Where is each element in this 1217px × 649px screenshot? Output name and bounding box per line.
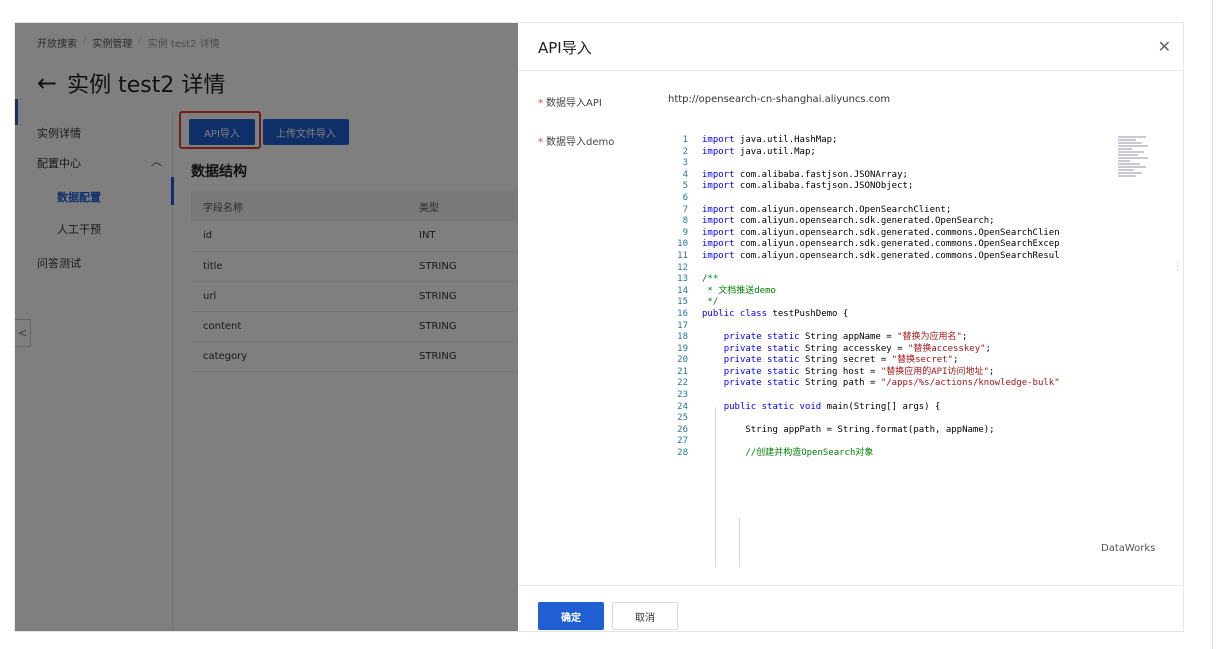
line-number: 12	[677, 262, 688, 273]
app-window: 开放搜索 / 实例管理 / 实例 test2 详情 ← 实例 test2 详情 …	[14, 22, 1184, 632]
code-text: import com.aliyun.opensearch.sdk.generat…	[702, 250, 1060, 261]
indent-guide	[715, 407, 716, 567]
code-line: 12	[668, 263, 1151, 275]
code-text: import com.aliyun.opensearch.OpenSearchC…	[702, 204, 952, 215]
code-text: //创建并构造OpenSearch对象	[745, 448, 874, 459]
code-line: 28 //创建并构造OpenSearch对象	[668, 448, 1151, 460]
code-text: /**	[702, 274, 719, 285]
api-label-text: 数据导入API	[546, 98, 602, 109]
code-text: private static String host = "替换应用的API访问…	[723, 366, 995, 377]
api-label: *数据导入API	[538, 98, 602, 109]
code-minimap[interactable]	[1118, 135, 1152, 195]
api-import-drawer: API导入 ✕ *数据导入API http://opensearch-cn-sh…	[518, 23, 1183, 631]
code-line: 18 private static String appName = "替换为应…	[668, 332, 1151, 344]
code-line: 26 String appPath = String.format(path, …	[668, 425, 1151, 437]
api-url: http://opensearch-cn-shanghai.aliyuncs.c…	[668, 94, 891, 105]
code-line: 15 */	[668, 297, 1151, 309]
demo-label-text: 数据导入demo	[546, 137, 615, 148]
line-number: 25	[677, 413, 688, 424]
line-number: 26	[677, 424, 688, 435]
code-text: import com.aliyun.opensearch.sdk.generat…	[702, 216, 995, 227]
confirm-button[interactable]: 确定	[538, 602, 604, 630]
line-number: 22	[677, 378, 688, 389]
code-text: import com.aliyun.opensearch.sdk.generat…	[702, 239, 1060, 250]
close-icon[interactable]: ✕	[1157, 37, 1171, 56]
line-number: 15	[677, 297, 688, 308]
code-line: 10 import com.aliyun.opensearch.sdk.gener…	[668, 239, 1151, 251]
code-text: import com.alibaba.fastjson.JSONObject;	[702, 181, 914, 192]
line-number: 28	[677, 448, 688, 459]
code-text: import java.util.HashMap;	[702, 135, 838, 145]
code-line: 7 import com.aliyun.opensearch.OpenSearch…	[668, 205, 1151, 217]
code-line: 6	[668, 193, 1151, 205]
code-line: 17	[668, 321, 1151, 333]
code-line: 14 * 文档推送demo	[668, 286, 1151, 298]
line-number: 19	[677, 343, 688, 354]
code-line: 25	[668, 413, 1151, 425]
line-number: 24	[677, 401, 688, 412]
line-number: 18	[677, 332, 688, 343]
drawer-title: API导入	[538, 39, 592, 57]
line-number: 17	[677, 320, 688, 331]
line-number: 10	[677, 239, 688, 250]
line-number: 4	[682, 169, 688, 180]
code-editor[interactable]: 1 import java.util.HashMap; 2 import java.u…	[668, 135, 1151, 567]
code-line: 5 import com.alibaba.fastjson.JSONObject;	[668, 181, 1151, 193]
code-line: 9 import com.aliyun.opensearch.sdk.genera…	[668, 228, 1151, 240]
code-text: public static void main(String[] args) {	[723, 401, 941, 412]
drawer-header: API导入 ✕	[518, 23, 1183, 71]
code-line: 24 public static void main(String[] args…	[668, 402, 1151, 414]
watermark-text: DataWorks	[1101, 543, 1156, 554]
code-text: import com.alibaba.fastjson.JSONArray;	[702, 169, 908, 180]
code-text: public class testPushDemo {	[702, 308, 849, 319]
demo-label: *数据导入demo	[538, 137, 615, 148]
scrollbar-handle-icon[interactable]: ⋮	[1173, 261, 1183, 272]
code-line: 3	[668, 158, 1151, 170]
indent-guide	[739, 518, 740, 567]
code-line: 19 private static String accesskey = "替换…	[668, 344, 1151, 356]
code-line: 22 private static String path = "/apps/%…	[668, 378, 1151, 390]
code-line: 11 import com.aliyun.opensearch.sdk.gener…	[668, 251, 1151, 263]
page-divider	[1212, 0, 1213, 649]
line-number: 21	[677, 366, 688, 377]
code-text: private static String path = "/apps/%s/a…	[723, 378, 1060, 389]
code-line: 1 import java.util.HashMap;	[668, 135, 1151, 147]
line-number: 23	[677, 390, 688, 401]
code-line: 21 private static String host = "替换应用的AP…	[668, 367, 1151, 379]
code-line: 2 import java.util.Map;	[668, 147, 1151, 159]
line-number: 8	[682, 216, 688, 227]
line-number: 16	[677, 308, 688, 319]
code-line: 23	[668, 390, 1151, 402]
code-text: * 文档推送demo	[702, 285, 776, 296]
line-number: 27	[677, 436, 688, 447]
code-line: 8 import com.aliyun.opensearch.sdk.genera…	[668, 216, 1151, 228]
code-line: 20 private static String secret = "替换sec…	[668, 355, 1151, 367]
code-text: private static String appName = "替换为应用名"…	[723, 332, 968, 343]
code-text: import com.aliyun.opensearch.sdk.generat…	[702, 227, 1060, 238]
code-line: 4 import com.alibaba.fastjson.JSONArray;	[668, 170, 1151, 182]
line-number: 2	[682, 146, 688, 157]
code-line: 13 /**	[668, 274, 1151, 286]
line-number: 20	[677, 355, 688, 366]
line-number: 6	[682, 192, 688, 203]
code-line: 27	[668, 436, 1151, 448]
code-text: private static String secret = "替换secret…	[723, 355, 959, 366]
line-number: 13	[677, 274, 688, 285]
code-text: */	[702, 297, 719, 308]
drawer-footer: 确定 取消	[518, 585, 1183, 631]
cancel-button[interactable]: 取消	[612, 602, 678, 630]
code-line: 16 public class testPushDemo {	[668, 309, 1151, 321]
line-number: 14	[677, 285, 688, 296]
code-text: private static String accesskey = "替换acc…	[723, 343, 991, 354]
code-text: String appPath = String.format(path, app…	[702, 424, 995, 435]
line-number: 3	[682, 158, 688, 169]
line-number: 5	[682, 181, 688, 192]
code-text: import java.util.Map;	[702, 146, 816, 157]
line-number: 11	[677, 250, 688, 261]
line-number: 1	[682, 135, 688, 145]
line-number: 7	[682, 204, 688, 215]
line-number: 9	[682, 227, 688, 238]
